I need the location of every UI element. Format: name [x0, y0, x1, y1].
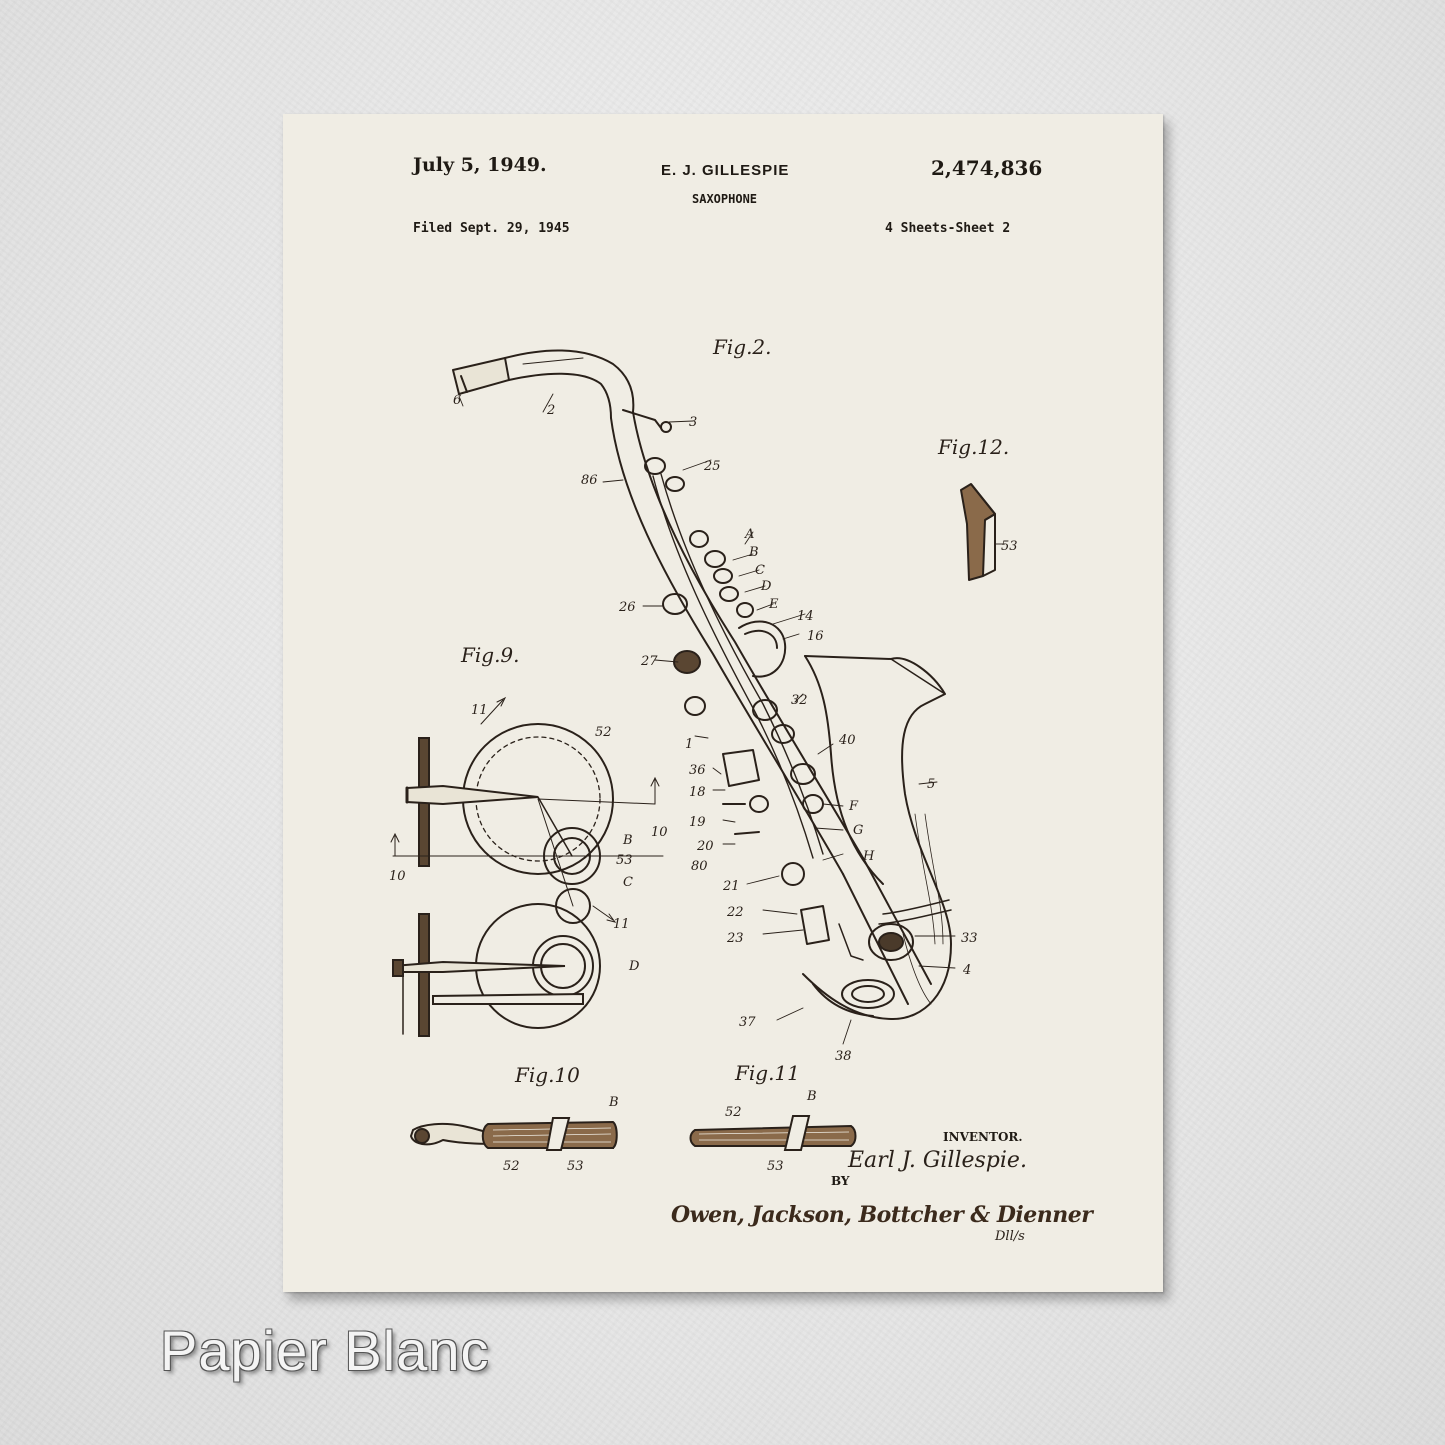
ref-label: 53 [567, 1159, 584, 1174]
fig10-label: Fig.10 [514, 1063, 580, 1087]
ref-label: A [744, 527, 754, 542]
ref-label: F [848, 799, 859, 814]
patent-title: SAXOPHONE [692, 192, 758, 206]
patent-number: 2,474,836 [931, 156, 1043, 180]
draftsman-initials: Dll/s [995, 1229, 1025, 1244]
fig11-pad-section-drawing [689, 1115, 857, 1151]
ref-label: 32 [791, 693, 808, 708]
ref-label: 53 [616, 853, 633, 868]
ref-label: D [628, 959, 640, 974]
ref-label: 52 [595, 725, 612, 740]
inventor-label: INVENTOR. [943, 1130, 1023, 1144]
ref-label: H [862, 849, 875, 864]
ref-label: 20 [696, 839, 714, 854]
ref-label: 14 [797, 609, 814, 624]
ref-label: 38 [835, 1049, 852, 1064]
ref-label: B [622, 833, 633, 848]
ref-label: 3 [689, 415, 697, 430]
ref-label: 11 [471, 703, 488, 718]
by-label: BY [831, 1174, 850, 1188]
ref-label: 53 [1001, 539, 1018, 554]
ref-label: 25 [703, 459, 721, 474]
patent-date: July 5, 1949. [413, 154, 547, 176]
ref-label: 40 [838, 733, 856, 748]
ref-label: 18 [689, 785, 706, 800]
ref-label: 26 [618, 600, 636, 615]
ref-label: C [623, 875, 633, 890]
inventor-signature: Earl J. Gillespie. [848, 1148, 1027, 1173]
ref-label: 4 [962, 963, 971, 978]
ref-label: 16 [807, 629, 824, 644]
saxophone-patent-drawing: Fig.2. Fig.12. Fig.9. Fig.10 Fig.11 6 2 … [389, 335, 1018, 1174]
ref-label: 23 [726, 931, 744, 946]
patent-inventor-header: E. J. GILLESPIE [661, 162, 790, 179]
ref-label: 86 [581, 473, 598, 488]
ref-label: 1 [685, 737, 693, 752]
ref-label: 37 [739, 1015, 756, 1030]
ref-label: 10 [651, 825, 668, 840]
ref-label: B [608, 1095, 619, 1110]
ref-label: 53 [767, 1159, 784, 1174]
fig10-lever-section-drawing [409, 1117, 618, 1151]
ref-label: G [853, 823, 863, 838]
patent-print-sheet: July 5, 1949. E. J. GILLESPIE 2,474,836 … [283, 114, 1163, 1292]
ref-label: 36 [689, 763, 706, 778]
ref-label: 2 [546, 403, 555, 418]
ref-label: 5 [927, 777, 935, 792]
ref-label: 22 [726, 905, 744, 920]
ref-label: 33 [961, 931, 978, 946]
fig9-label: Fig.9. [460, 643, 520, 667]
fig12-part-drawing [960, 483, 1005, 581]
ref-label: 19 [689, 815, 706, 830]
patent-sheet-count: 4 Sheets-Sheet 2 [885, 221, 1011, 236]
fig9-key-mechanism-drawing [390, 696, 664, 1037]
ref-label: 27 [640, 654, 658, 669]
patent-filed-date: Filed Sept. 29, 1945 [413, 221, 570, 236]
paper-type-caption: Papier Blanc [160, 1319, 490, 1382]
ref-label: 11 [613, 917, 630, 932]
ref-label: 10 [389, 869, 406, 884]
ref-label: 80 [691, 859, 708, 874]
ref-label: E [768, 597, 779, 612]
ref-label: D [760, 579, 772, 594]
attorney-signature: Owen, Jackson, Bottcher & Dienner [671, 1202, 1093, 1228]
ref-label: 6 [453, 393, 461, 408]
fig12-label: Fig.12. [937, 435, 1009, 459]
ref-label: C [755, 563, 765, 578]
fig11-label: Fig.11 [734, 1061, 800, 1085]
fig2-label: Fig.2. [712, 335, 772, 359]
ref-label: 52 [503, 1159, 520, 1174]
ref-label: 21 [722, 879, 740, 894]
ref-label: 52 [725, 1105, 742, 1120]
ref-label: B [748, 545, 759, 560]
saxophone-figure [452, 349, 956, 1045]
ref-label: B [806, 1089, 817, 1104]
